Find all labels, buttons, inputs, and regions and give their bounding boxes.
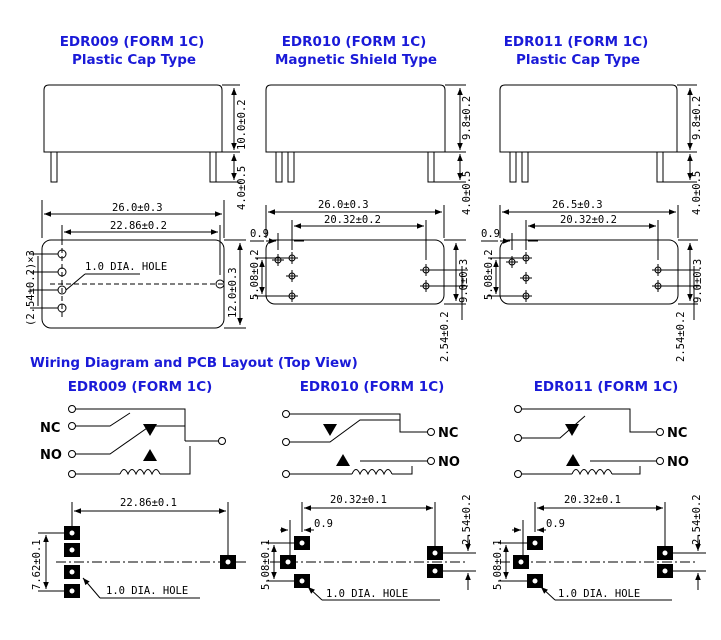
edr011-subtitle: Plastic Cap Type	[515, 52, 641, 68]
edr011-coil	[571, 469, 613, 476]
edr011-nc-label: NC	[667, 426, 687, 441]
edr011-offset-label: 0.9	[481, 228, 500, 240]
edr010-pcb-layout: 20.32±0.1 0.9 5.08±0.1 2.54±0.2 1.0 DIA.…	[260, 494, 476, 601]
edr010-coil	[351, 469, 393, 476]
edr010-length-label: 26.0±0.3	[318, 199, 369, 211]
edr011-pcb-pin-step-label: 2.54±0.2	[691, 494, 703, 545]
edr010-pcb-offset-label: 0.9	[314, 518, 333, 530]
edr010-side-view: 9.8±0.2 4.0±0.5	[265, 84, 473, 215]
edr010-pcb-hole-label: 1.0 DIA. HOLE	[326, 588, 408, 600]
edr010-pin-step-label: 2.54±0.2	[439, 311, 451, 362]
edr010-contact-arrow-no	[336, 454, 350, 466]
edr009-side-view: 10.0±0.2 4.0±0.5	[43, 84, 248, 210]
edr009-pcb-pitch-label: 22.86±0.1	[120, 497, 177, 509]
edr010-pcb-pin-step-label: 2.54±0.2	[461, 494, 473, 545]
edr011-bottom-view: 26.5±0.3 20.32±0.2 0.9 5.08±0.2 9.0±0.3 …	[481, 199, 704, 362]
edr011-pcb-pads	[513, 536, 673, 588]
edr010-bottom-view: 26.0±0.3 20.32±0.2 0.9 5.08±0.2 9.0±0.3 …	[249, 199, 470, 362]
edr010-wiring-title: EDR010 (FORM 1C)	[299, 379, 445, 395]
edr011-contact-arrow-nc	[565, 424, 579, 436]
edr009-wiring-diagram: NC NO	[40, 405, 226, 478]
edr009-coil	[119, 469, 161, 476]
edr010-wiring-diagram: NC NO	[282, 410, 460, 478]
edr009-height-label: 10.0±0.2	[236, 99, 248, 150]
wiring-section-title: Wiring Diagram and PCB Layout (Top View)	[30, 355, 358, 371]
edr011-no-label: NO	[667, 455, 689, 470]
edr010-offset-label: 0.9	[250, 228, 269, 240]
edr009-pin-pitch-label: (2.54±0.2)×3	[25, 250, 37, 326]
edr009-length-label: 26.0±0.3	[112, 202, 163, 214]
edr010-title: EDR010 (FORM 1C)	[281, 34, 427, 50]
edr010-pcb-pitch-label: 20.32±0.1	[330, 494, 387, 506]
edr009-pcb-pads	[64, 526, 236, 598]
edr010-pcb-pads	[280, 536, 443, 588]
edr009-pin-length-label: 4.0±0.5	[236, 166, 248, 210]
edr011-pcb-layout: 20.32±0.1 0.9 5.08±0.1 2.54±0.2 1.0 DIA.…	[492, 494, 706, 601]
edr009-pcb-pin-pitch-label: 7.62±0.1	[31, 539, 43, 590]
edr011-pin-step-label: 2.54±0.2	[675, 311, 687, 362]
edr010-height-label: 9.8±0.2	[461, 96, 473, 140]
edr011-pcb-hole-label: 1.0 DIA. HOLE	[558, 588, 640, 600]
edr010-nc-label: NC	[438, 426, 458, 441]
edr009-pcb-layout: 22.86±0.1 7.62±0.1 1.0 DIA. HOLE	[31, 497, 248, 599]
edr011-pin-length-label: 4.0±0.5	[691, 171, 703, 215]
edr011-title: EDR011 (FORM 1C)	[503, 34, 649, 50]
edr010-subtitle: Magnetic Shield Type	[274, 52, 438, 68]
edr009-pitch-label: 22.86±0.2	[110, 220, 167, 232]
edr009-hole-label: 1.0 DIA. HOLE	[85, 261, 167, 273]
edr011-pcb-offset-label: 0.9	[546, 518, 565, 530]
edr011-length-label: 26.5±0.3	[552, 199, 603, 211]
edr009-no-label: NO	[40, 448, 62, 463]
edr010-no-label: NO	[438, 455, 460, 470]
edr010-pins	[272, 252, 432, 302]
edr010-contact-arrow-nc	[323, 424, 337, 436]
edr010-pitch-label: 20.32±0.2	[324, 214, 381, 226]
edr011-pitch-label: 20.32±0.2	[560, 214, 617, 226]
edr009-wiring-title: EDR009 (FORM 1C)	[67, 379, 213, 395]
edr011-pcb-pitch-label: 20.32±0.1	[564, 494, 621, 506]
edr011-pins	[506, 252, 664, 302]
edr009-width-label: 12.0±0.3	[227, 267, 239, 318]
edr009-bottom-view: 26.0±0.3 22.86±0.2 1.0 DIA. HOLE 12.0±0.…	[25, 200, 246, 329]
edr009-pcb-hole-label: 1.0 DIA. HOLE	[106, 585, 188, 597]
edr011-pcb-pin-pitch-label: 5.08±0.1	[492, 539, 504, 590]
edr009-nc-label: NC	[40, 421, 60, 436]
edr009-subtitle: Plastic Cap Type	[71, 52, 197, 68]
edr011-wiring-diagram: NC NO	[514, 405, 689, 478]
edr010-pcb-pin-pitch-label: 5.08±0.1	[260, 539, 272, 590]
edr011-side-view: 9.8±0.2 4.0±0.5	[499, 84, 703, 215]
edr009-contact-arrow-nc	[143, 424, 157, 436]
edr011-wiring-title: EDR011 (FORM 1C)	[533, 379, 679, 395]
edr011-height-label: 9.8±0.2	[691, 96, 703, 140]
edr010-width-label: 9.0±0.3	[458, 259, 470, 303]
edr009-title: EDR009 (FORM 1C)	[59, 34, 205, 50]
edr011-pin-pitch-label: 5.08±0.2	[483, 249, 495, 300]
edr010-pin-length-label: 4.0±0.5	[461, 171, 473, 215]
edr010-pin-pitch-label: 5.08±0.2	[249, 249, 261, 300]
edr011-contact-arrow-no	[566, 454, 580, 466]
edr009-contact-arrow-no	[143, 449, 157, 461]
